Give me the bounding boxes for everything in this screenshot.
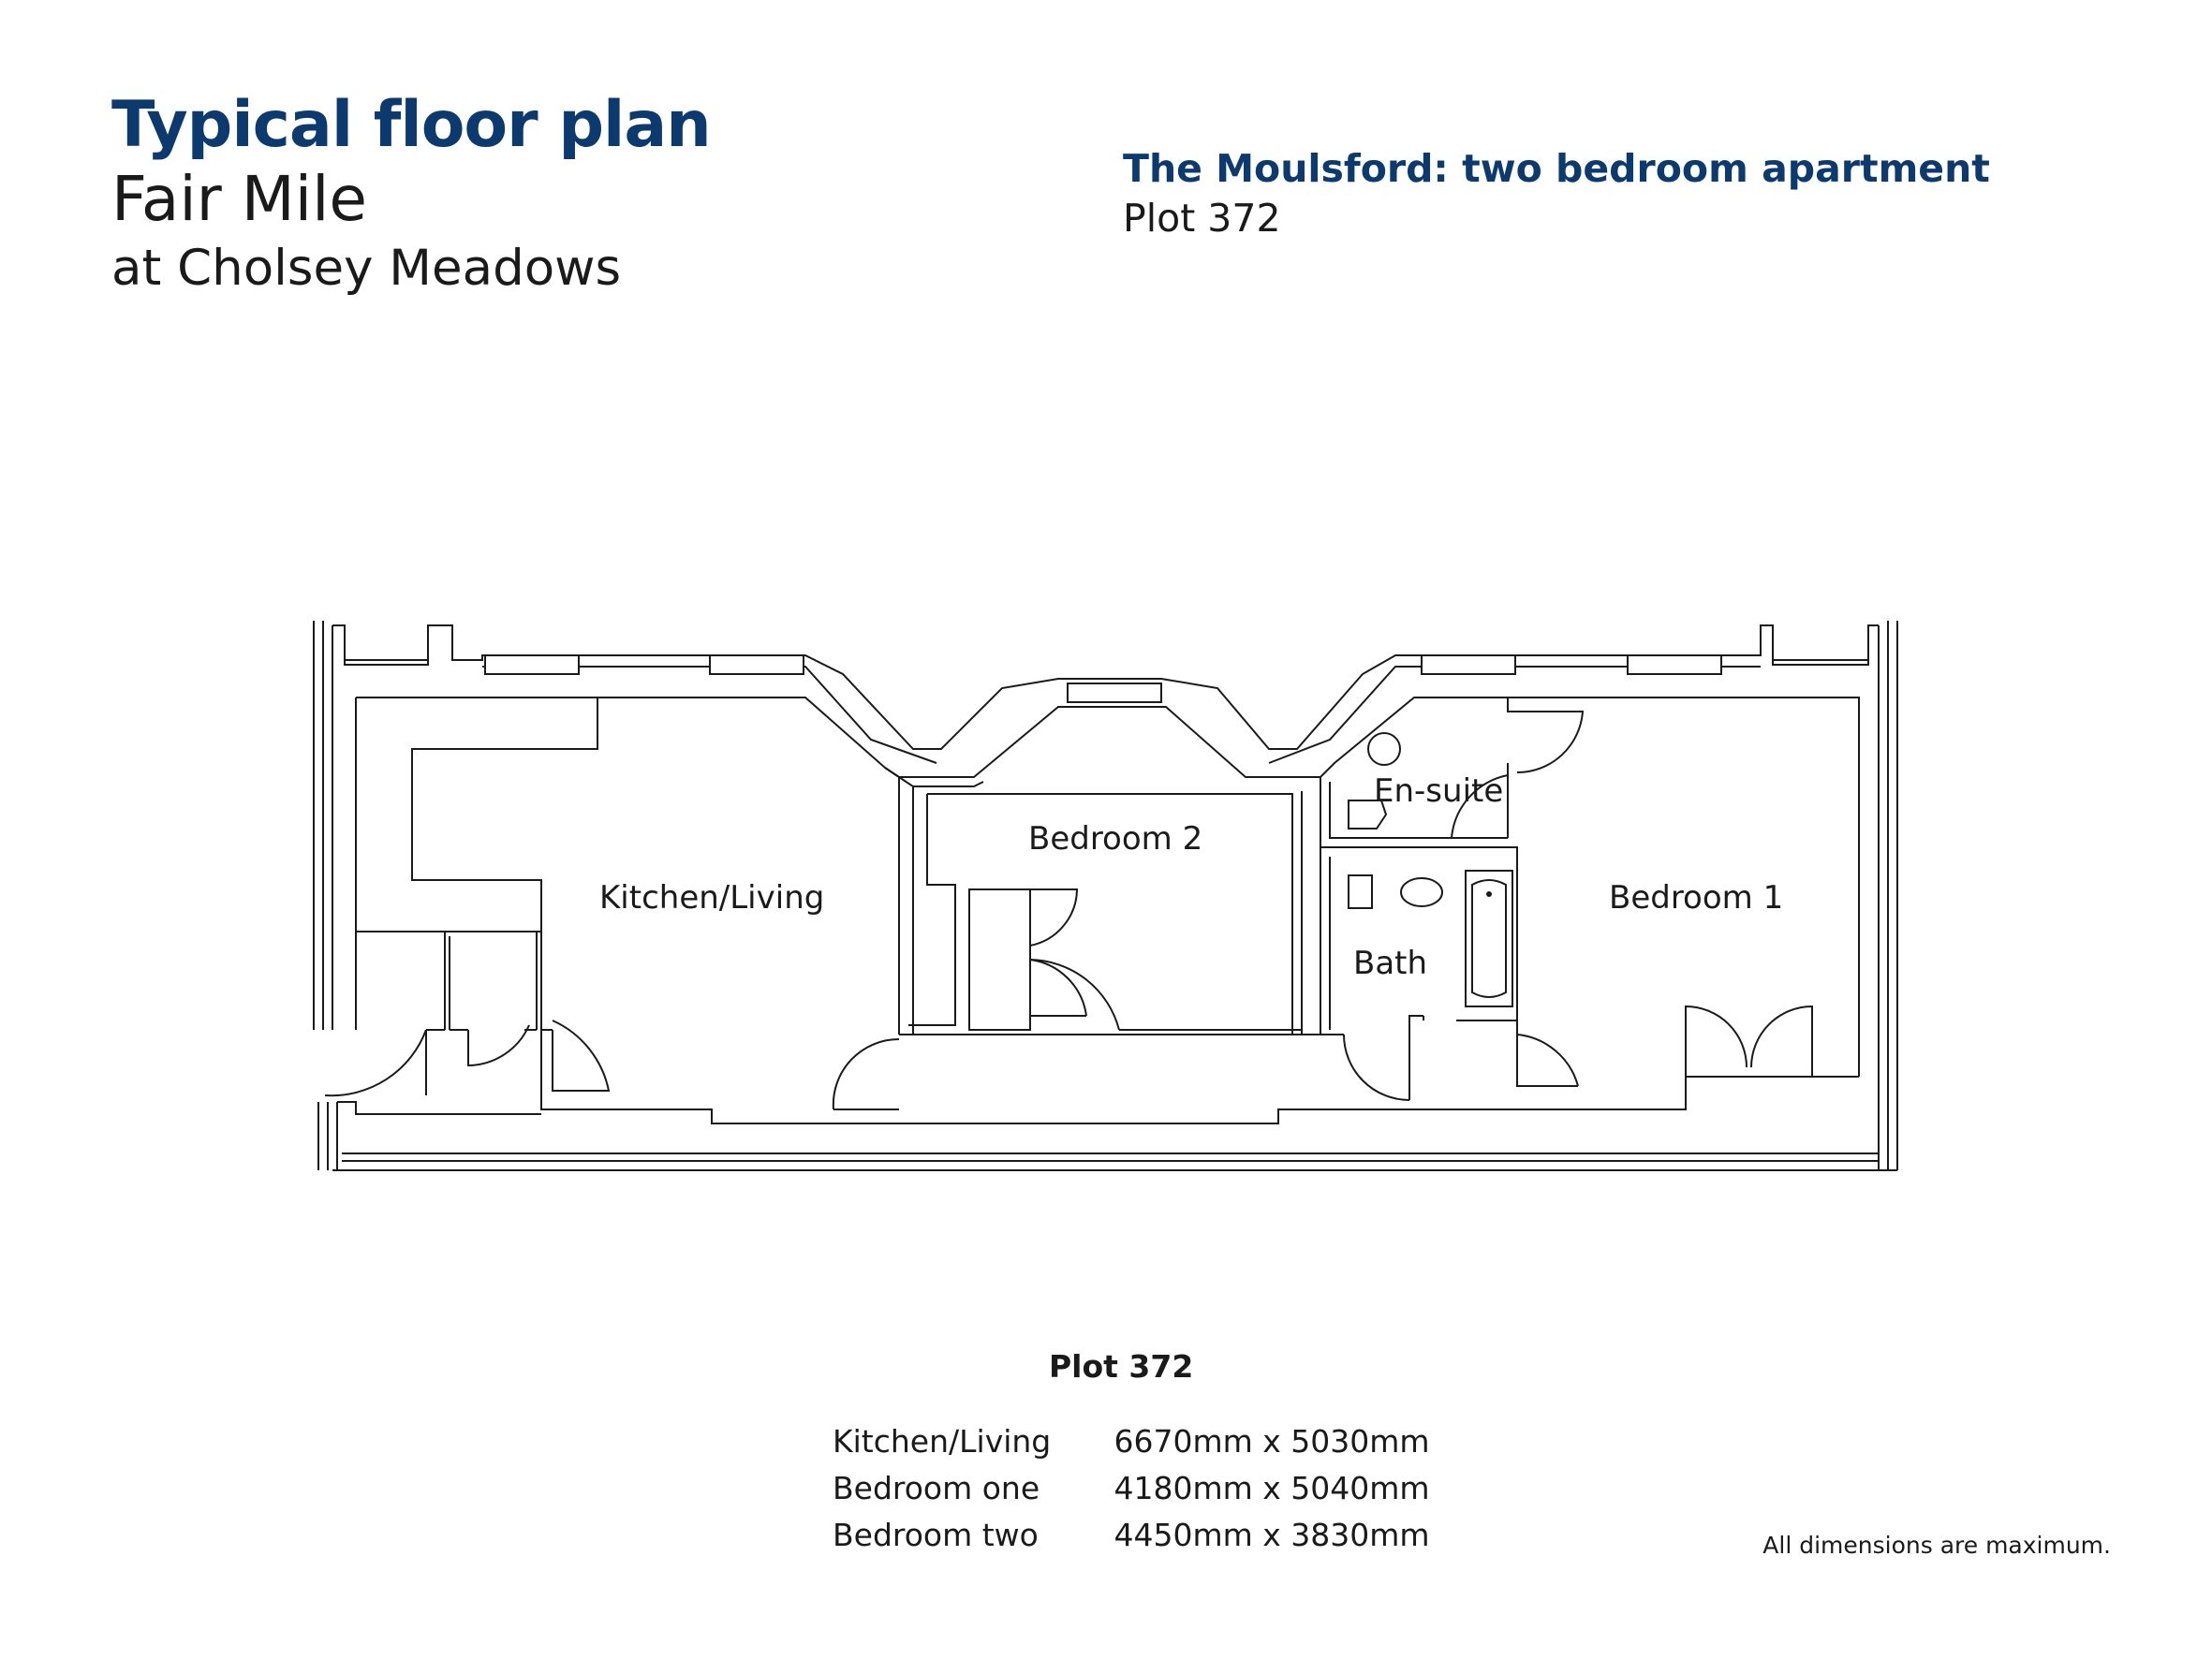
bedroom-1-room [1516, 1005, 1813, 1087]
page-title: Typical floor plan [111, 88, 712, 162]
bedroom-2-room [832, 776, 1344, 1110]
room-label-en-suite: En-suite [1374, 772, 1503, 810]
room-label-bedroom-2: Bedroom 2 [1028, 820, 1202, 858]
dimension-room-name: Kitchen/Living [833, 1423, 1052, 1460]
room-label-kitchen-living: Kitchen/Living [599, 879, 824, 917]
house-type-title: The Moulsford: two bedroom apartment [1123, 146, 1990, 191]
dimensions-row: Bedroom one 4180mm x 5040mm [833, 1470, 1430, 1517]
dimension-size: 6670mm x 5030mm [1113, 1423, 1430, 1460]
dimension-room-name: Bedroom two [833, 1517, 1039, 1553]
room-label-bedroom-1: Bedroom 1 [1609, 879, 1783, 917]
windows [484, 654, 1722, 703]
dimensions-footnote: All dimensions are maximum. [1762, 1532, 2111, 1559]
en-suite-room [1320, 697, 1585, 1016]
dimensions-table: Kitchen/Living 6670mm x 5030mm Bedroom o… [833, 1423, 1430, 1564]
plot-number: Plot 372 [1123, 196, 1281, 241]
dimensions-row: Kitchen/Living 6670mm x 5030mm [833, 1423, 1430, 1470]
room-label-bath: Bath [1353, 945, 1427, 982]
schedule-heading: Plot 372 [1049, 1348, 1194, 1385]
header-left: Typical floor plan Fair Mile at Cholsey … [111, 88, 712, 297]
dimension-room-name: Bedroom one [833, 1470, 1040, 1506]
development-name: Fair Mile [111, 163, 368, 235]
header-right: The Moulsford: two bedroom apartment Plo… [1123, 150, 1990, 238]
dimensions-row: Bedroom two 4450mm x 3830mm [833, 1517, 1430, 1564]
development-location: at Cholsey Meadows [111, 240, 622, 297]
bath-room [1320, 847, 1579, 1101]
dimension-size: 4180mm x 5040mm [1113, 1470, 1430, 1506]
dimension-size: 4450mm x 3830mm [1113, 1517, 1430, 1553]
